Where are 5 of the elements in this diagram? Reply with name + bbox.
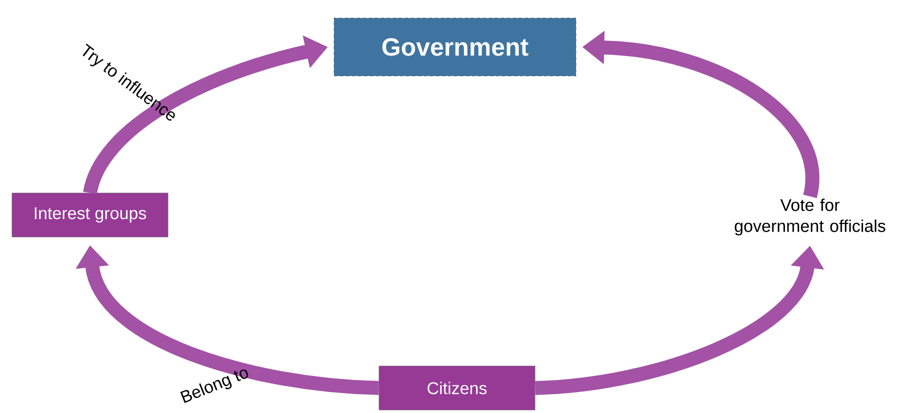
process-box: Government: [334, 18, 576, 76]
edge-label: Belong to: [180, 370, 248, 404]
process-box: Citizens: [378, 366, 536, 410]
process-box: Interest groups: [12, 192, 168, 238]
step-text: Vote for government officials: [734, 198, 886, 236]
